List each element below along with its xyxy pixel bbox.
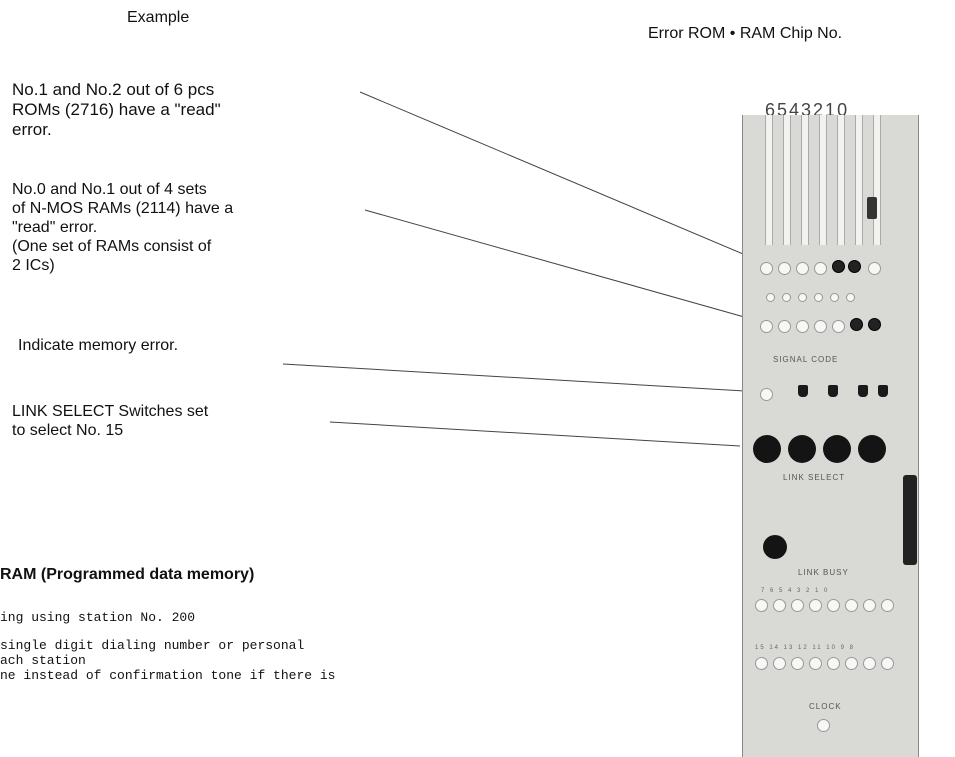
card-slot — [819, 115, 827, 245]
clock-label: CLOCK — [809, 702, 842, 711]
connector — [867, 197, 877, 219]
indicator-dot — [846, 293, 855, 302]
rom-led — [796, 262, 809, 275]
link-busy-led — [755, 599, 768, 612]
annotation-link-select: LINK SELECT Switches set to select No. 1… — [12, 403, 209, 439]
side-handle — [903, 475, 917, 565]
ram-led-error — [868, 318, 881, 331]
section-line: ach station — [0, 653, 86, 668]
link-busy-led — [845, 599, 858, 612]
rom-led-error — [848, 260, 861, 273]
memory-error-led — [760, 388, 773, 401]
link-select-knob — [788, 435, 816, 463]
link-busy-led — [827, 657, 840, 670]
indicator-dot — [830, 293, 839, 302]
ram-led — [814, 320, 827, 333]
link-busy-led — [809, 599, 822, 612]
link-select-label: LINK SELECT — [783, 473, 846, 482]
link-busy-led — [791, 657, 804, 670]
rom-led — [868, 262, 881, 275]
indicator-dot — [814, 293, 823, 302]
card-slot — [855, 115, 863, 245]
example-heading: Example — [127, 9, 190, 26]
section-line: ing using station No. 200 — [0, 610, 196, 625]
link-busy-label: LINK BUSY — [798, 568, 849, 577]
ram-led — [832, 320, 845, 333]
link-busy-led — [863, 599, 876, 612]
link-busy-led — [755, 657, 768, 670]
control-panel: SIGNAL CODE LINK SELECT LINK BUSY 7 6 5 … — [742, 115, 919, 757]
card-slot — [765, 115, 773, 245]
link-busy-led — [809, 657, 822, 670]
error-chip-title: Error ROM • RAM Chip No. — [648, 25, 843, 42]
link-select-knob — [823, 435, 851, 463]
rom-led-error — [832, 260, 845, 273]
ram-led — [760, 320, 773, 333]
link-busy-led — [863, 657, 876, 670]
signal-code-switch — [858, 385, 868, 397]
ram-led-error — [850, 318, 863, 331]
signal-code-switch — [798, 385, 808, 397]
link-busy-led — [791, 599, 804, 612]
annotation-rom-error: No.1 and No.2 out of 6 pcs ROMs (2716) h… — [12, 80, 221, 139]
ram-led — [778, 320, 791, 333]
card-slot — [801, 115, 809, 245]
annotation-memory-error: Indicate memory error. — [18, 337, 179, 354]
indicator-dot — [798, 293, 807, 302]
link-busy-led — [773, 599, 786, 612]
section-line: single digit dialing number or personal — [0, 638, 305, 653]
section-heading: RAM (Programmed data memory) — [0, 566, 255, 583]
link-select-knob — [753, 435, 781, 463]
indicator-dot — [782, 293, 791, 302]
indicator-dot — [766, 293, 775, 302]
link-busy-led — [881, 599, 894, 612]
link-select-knob — [858, 435, 886, 463]
busy-row1-numbers: 7 6 5 4 3 2 1 0 — [761, 588, 830, 594]
rom-led — [760, 262, 773, 275]
rom-led — [814, 262, 827, 275]
signal-code-switch — [828, 385, 838, 397]
signal-code-label: SIGNAL CODE — [773, 355, 839, 364]
card-slot — [873, 115, 881, 245]
busy-row2-numbers: 15 14 13 12 11 10 9 8 — [755, 645, 855, 651]
rom-led — [778, 262, 791, 275]
clock-led — [817, 719, 830, 732]
card-slot — [837, 115, 845, 245]
reset-button — [763, 535, 787, 559]
signal-code-switch — [878, 385, 888, 397]
link-busy-led — [773, 657, 786, 670]
link-busy-led — [881, 657, 894, 670]
link-busy-led — [845, 657, 858, 670]
link-busy-led — [827, 599, 840, 612]
annotation-ram-error: No.0 and No.1 out of 4 sets of N-MOS RAM… — [12, 181, 234, 274]
ram-led — [796, 320, 809, 333]
card-slot — [783, 115, 791, 245]
section-line: ne instead of confirmation tone if there… — [0, 668, 336, 683]
